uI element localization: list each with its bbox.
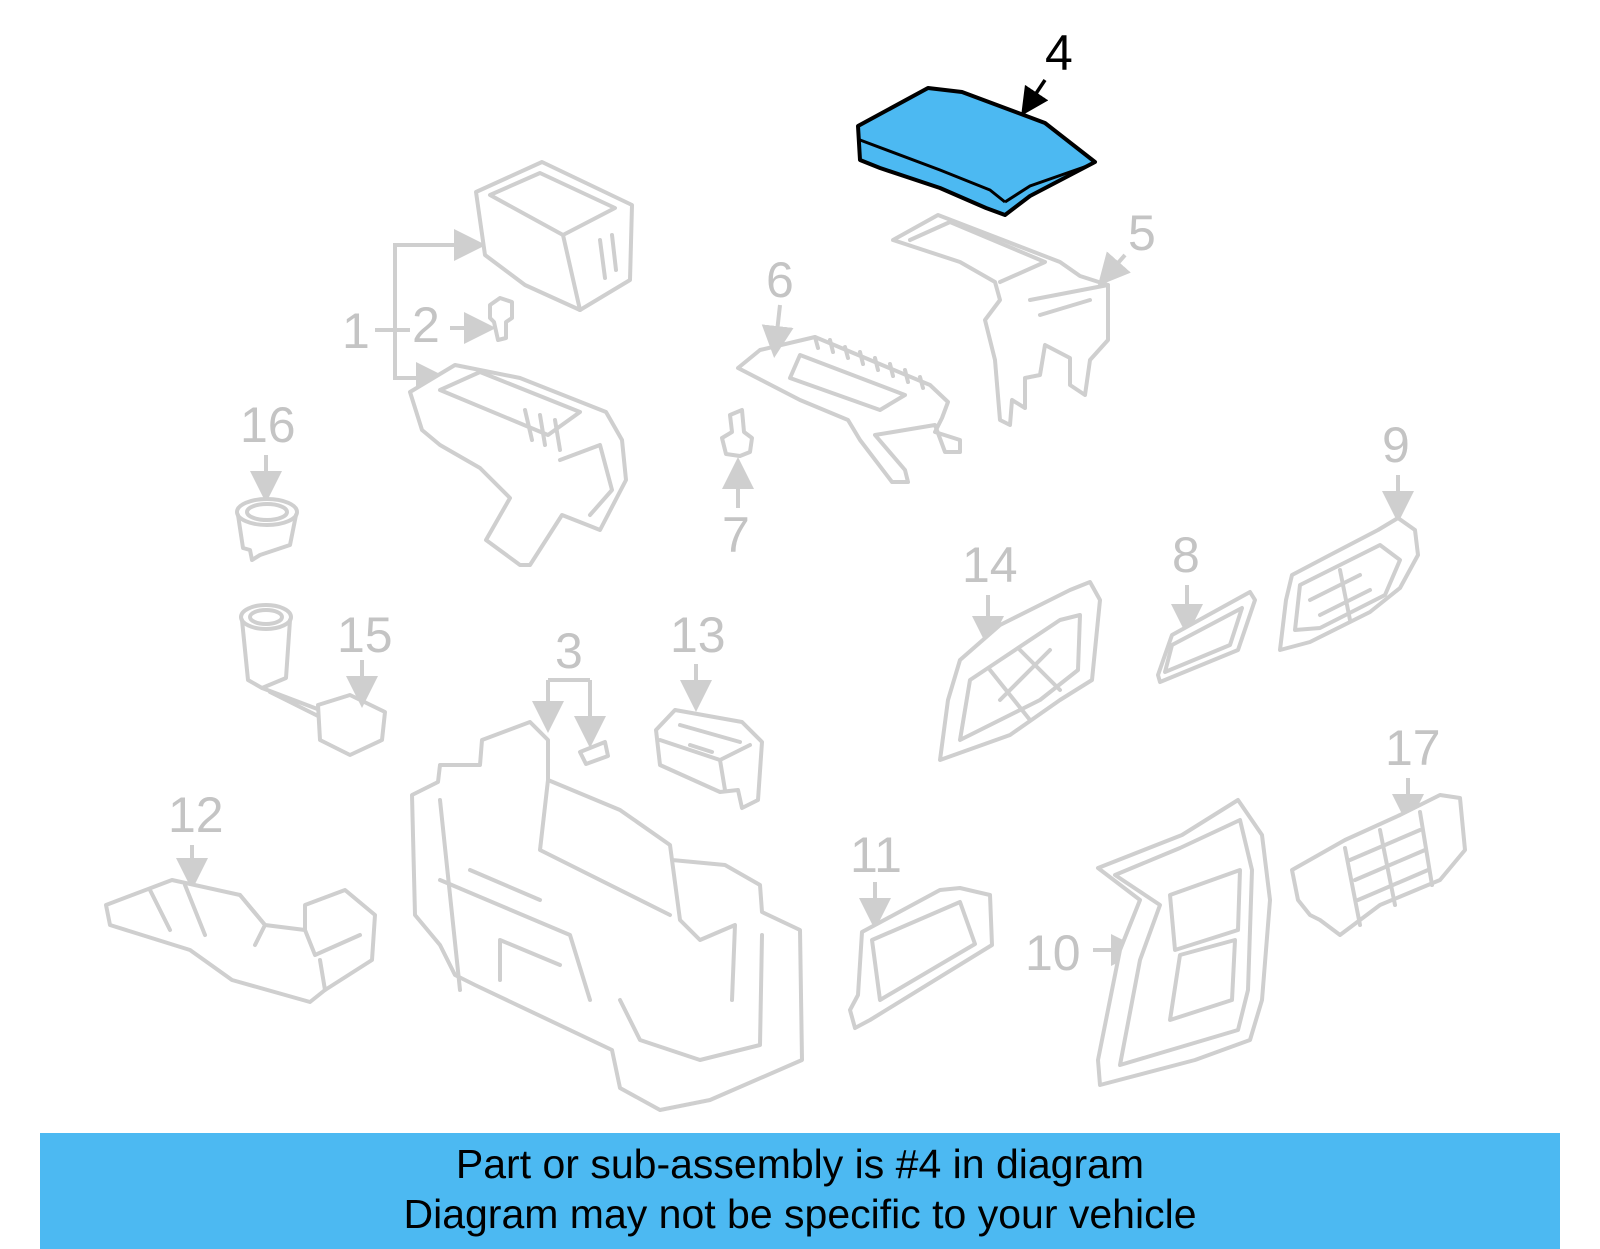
part-11-trim-panel[interactable]: 11 [848,827,994,1030]
callout-16: 16 [240,397,296,453]
part-15-power-outlet[interactable]: 15 [239,603,393,757]
callout-11: 11 [850,827,902,883]
callout-4: 4 [1045,25,1073,81]
banner-line-1: Part or sub-assembly is #4 in diagram [455,1141,1145,1187]
banner-line-2: Diagram may not be specific to your vehi… [403,1191,1197,1237]
callout-15: 15 [337,607,393,663]
part-7-clip[interactable]: 7 [720,408,754,563]
callout-14: 14 [962,537,1018,593]
part-9-side-panel[interactable]: 9 [1278,417,1420,652]
part-10-rear-panel[interactable]: 10 [1025,798,1272,1087]
callout-2: 2 [412,297,440,353]
part-6-bracket-panel[interactable]: 6 [736,252,962,484]
part-14-side-panel[interactable]: 14 [938,537,1102,762]
callout-7: 7 [722,507,750,563]
callout-10: 10 [1025,925,1081,981]
info-banner: Part or sub-assembly is #4 in diagram Di… [40,1133,1560,1249]
part-4-armrest-lid[interactable]: 4 [856,25,1097,217]
callout-5: 5 [1128,205,1156,261]
callout-3: 3 [555,623,583,679]
callout-6: 6 [766,252,794,308]
callout-1: 1 [342,303,370,359]
part-5-armrest-base[interactable]: 5 [891,205,1156,427]
part-2-plug[interactable] [450,296,514,344]
parts-diagram: 4 5 6 7 1 2 [104,25,1467,1112]
callout-13: 13 [670,607,726,663]
part-13-switch-module[interactable]: 13 [654,607,764,810]
callout-8: 8 [1172,527,1200,583]
part-16-cup-ring[interactable]: 16 [235,397,299,562]
part-12-air-duct[interactable]: 12 [104,787,377,1004]
part-3-console-housing[interactable]: 3 [410,623,804,1112]
callout-12: 12 [168,787,224,843]
part-1-storage-bin[interactable] [474,160,634,312]
part-1-console-tray[interactable] [408,363,628,567]
callout-17: 17 [1385,720,1441,776]
callout-9: 9 [1382,417,1410,473]
part-1-console-assembly[interactable]: 1 2 [342,229,486,394]
part-17-vent[interactable]: 17 [1290,720,1467,937]
part-8-pad[interactable]: 8 [1156,527,1257,684]
